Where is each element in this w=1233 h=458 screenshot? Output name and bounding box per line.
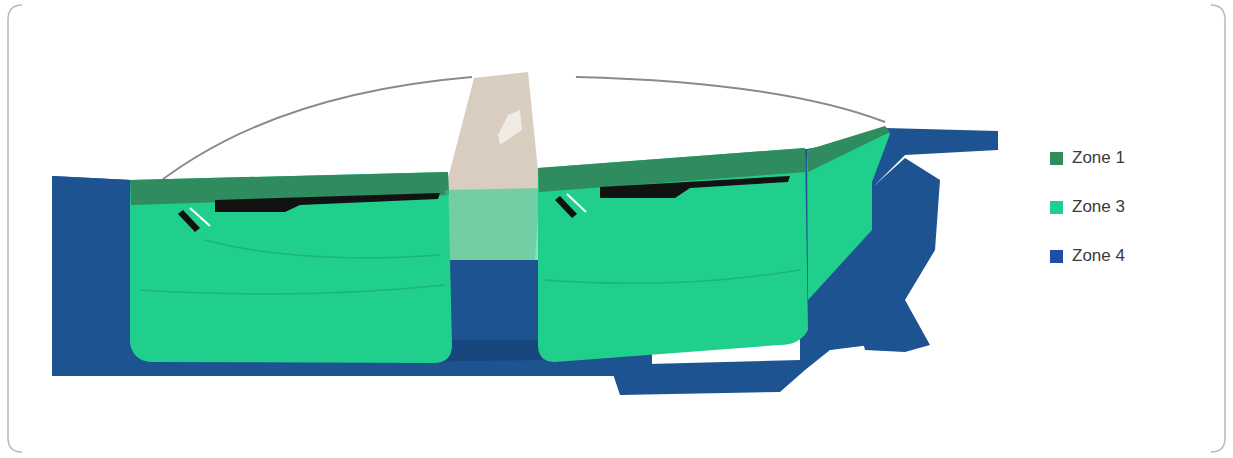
legend-label: Zone 4 — [1072, 246, 1125, 266]
legend-label: Zone 1 — [1072, 148, 1125, 168]
rear-handle-slot — [600, 176, 790, 198]
roof-line — [576, 77, 885, 122]
legend-row: Zone 3 — [1050, 195, 1125, 219]
front-door-latch — [190, 208, 210, 226]
legend-swatch — [1050, 250, 1063, 263]
rear-door-latch — [567, 194, 586, 212]
legend: Zone 1 Zone 3 Zone 4 — [1050, 146, 1125, 293]
door-crease — [545, 270, 800, 283]
rear-quarter-zone1 — [807, 126, 890, 172]
door-crease — [205, 240, 440, 258]
door-crease — [140, 285, 445, 294]
legend-row: Zone 1 — [1050, 146, 1125, 170]
front-handle-slot — [215, 193, 440, 212]
b-pillar-vent — [498, 110, 522, 145]
legend-row: Zone 4 — [1050, 244, 1125, 268]
pillar-overlap — [445, 188, 540, 260]
legend-swatch — [1050, 152, 1063, 165]
b-pillar — [445, 72, 540, 260]
legend-label: Zone 3 — [1072, 197, 1125, 217]
frame-right — [1211, 5, 1225, 452]
legend-swatch — [1050, 201, 1063, 214]
frame-left — [8, 5, 22, 452]
rear-door-zone3 — [538, 148, 808, 362]
front-door-zone3 — [130, 172, 452, 363]
